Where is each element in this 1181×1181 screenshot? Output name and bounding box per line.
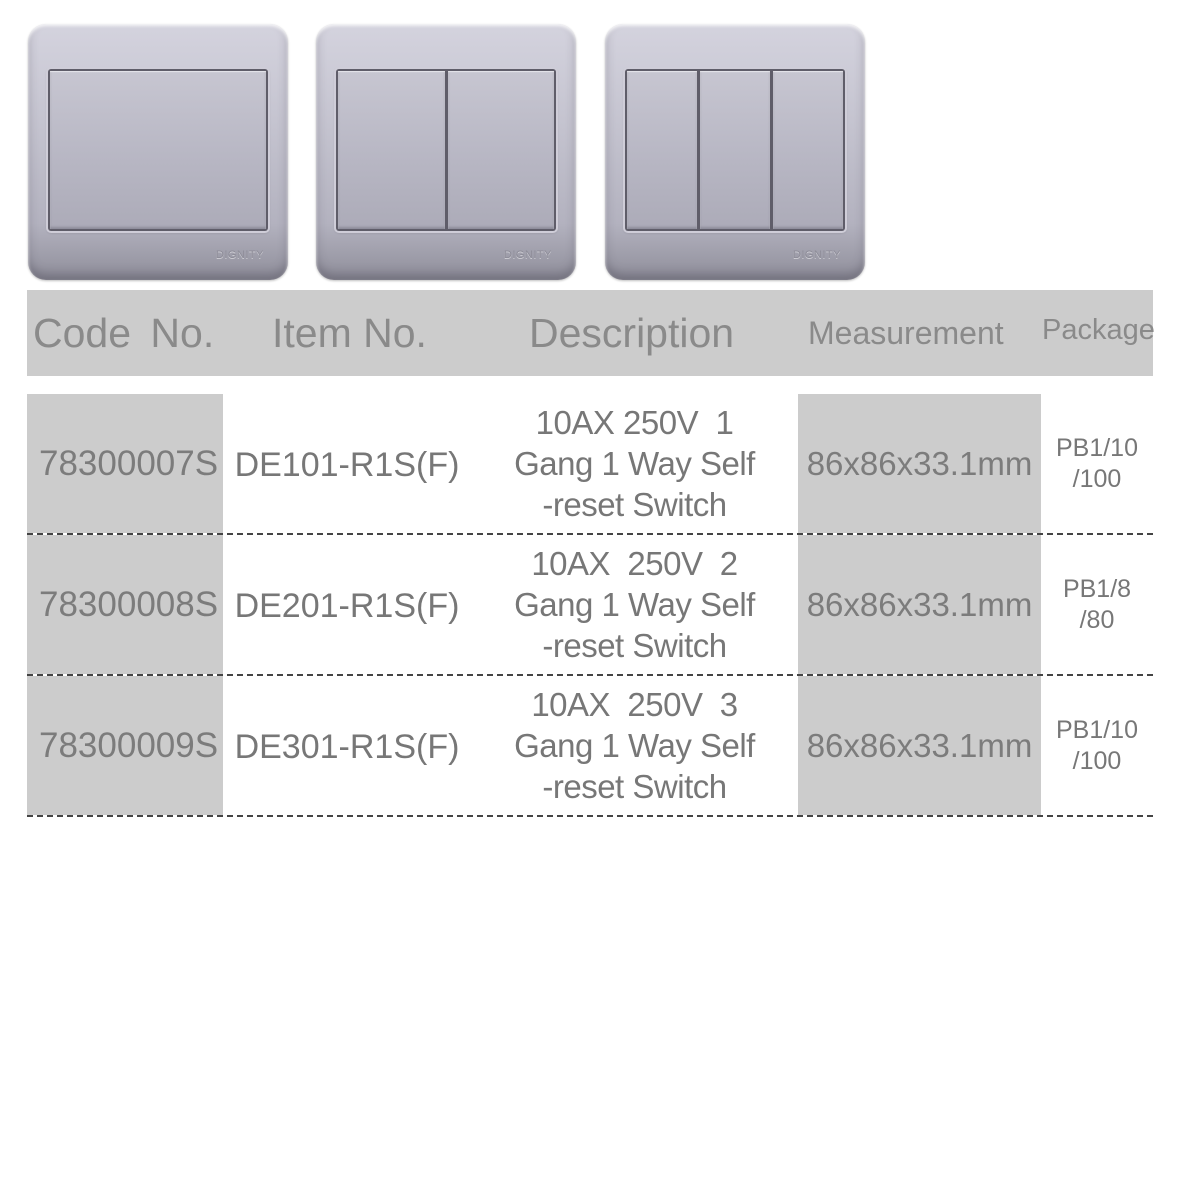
header-package: Package — [1042, 314, 1155, 346]
package-line: PB1/10 — [1055, 715, 1138, 744]
measurement-cell: 86x86x33.1mm — [798, 394, 1041, 533]
switch-rocker — [627, 71, 697, 229]
code-cell: 78300009S — [27, 676, 223, 815]
package-line: /80 — [1079, 605, 1115, 634]
switch-image-2-gang: DIGNITY — [316, 24, 576, 280]
description-line: -reset Switch — [542, 486, 727, 523]
brand-logo: DIGNITY — [503, 249, 552, 261]
package-line: /100 — [1072, 464, 1122, 493]
code-cell: 78300007S — [27, 394, 223, 533]
table-row: 78300007S DE101-R1S(F) 10AX 250V 1 Gang … — [27, 394, 1153, 535]
package-cell: PB1/10 /100 — [1041, 676, 1153, 815]
package-line: PB1/8 — [1062, 574, 1132, 603]
description-line: Gang 1 Way Self — [514, 445, 755, 482]
header-measurement: Measurement — [808, 315, 1004, 351]
brand-logo: DIGNITY — [792, 249, 841, 261]
package-line: PB1/10 — [1055, 433, 1138, 462]
switch-frame — [625, 69, 845, 231]
description-line: -reset Switch — [542, 627, 727, 664]
description-cell: 10AX 250V 1 Gang 1 Way Self -reset Switc… — [471, 394, 798, 533]
description-line: -reset Switch — [542, 768, 727, 805]
switch-image-1-gang: DIGNITY — [28, 24, 288, 280]
switch-frame — [336, 69, 556, 231]
switch-rocker — [50, 71, 266, 229]
switch-image-3-gang: DIGNITY — [605, 24, 865, 280]
description-line: 10AX 250V 2 — [531, 545, 738, 582]
measurement-cell: 86x86x33.1mm — [798, 676, 1041, 815]
header-item-no: Item No. — [272, 310, 427, 356]
description-cell: 10AX 250V 2 Gang 1 Way Self -reset Switc… — [471, 535, 798, 674]
item-cell: DE101-R1S(F) — [234, 446, 460, 484]
description-line: 10AX 250V 3 — [531, 686, 738, 723]
table-header: Code No. Item No. Description Measuremen… — [27, 290, 1155, 376]
description-line: Gang 1 Way Self — [514, 586, 755, 623]
switch-frame — [48, 69, 268, 231]
table-row: 78300009S DE301-R1S(F) 10AX 250V 3 Gang … — [27, 676, 1153, 817]
description-line: 10AX 250V 1 — [535, 404, 734, 441]
package-cell: PB1/10 /100 — [1041, 394, 1153, 533]
package-cell: PB1/8 /80 — [1041, 535, 1153, 674]
product-table: 78300007S DE101-R1S(F) 10AX 250V 1 Gang … — [27, 394, 1153, 817]
item-cell: DE301-R1S(F) — [234, 728, 460, 766]
measurement-cell: 86x86x33.1mm — [798, 535, 1041, 674]
table-row: 78300008S DE201-R1S(F) 10AX 250V 2 Gang … — [27, 535, 1153, 676]
switch-rocker — [338, 71, 445, 229]
brand-logo: DIGNITY — [215, 249, 264, 261]
switch-rocker — [773, 71, 843, 229]
switch-rocker — [447, 71, 554, 229]
switch-rocker — [700, 71, 770, 229]
header-description: Description — [529, 310, 735, 356]
item-cell: DE201-R1S(F) — [234, 587, 460, 625]
description-line: Gang 1 Way Self — [514, 727, 755, 764]
header-code-no: Code No. — [33, 310, 215, 356]
code-cell: 78300008S — [27, 535, 223, 674]
description-cell: 10AX 250V 3 Gang 1 Way Self -reset Switc… — [471, 676, 798, 815]
package-line: /100 — [1072, 746, 1122, 775]
